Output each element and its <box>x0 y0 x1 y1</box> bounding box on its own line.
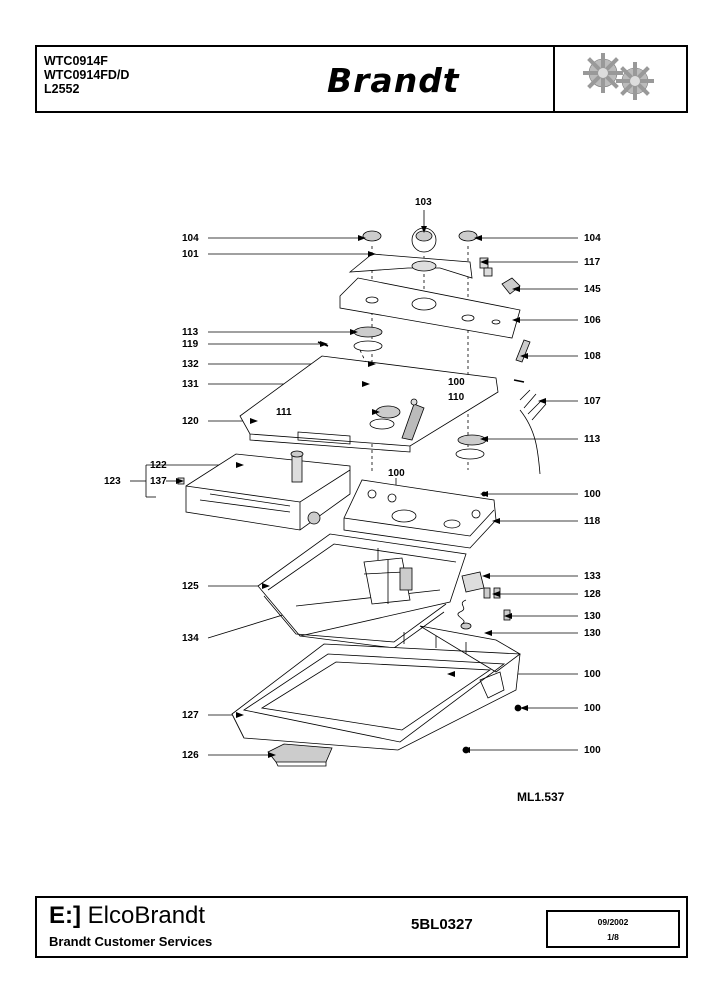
part-label: 103 <box>415 197 432 208</box>
document-reference: 5BL0327 <box>411 916 473 933</box>
brand-logo: Brandt <box>327 61 460 100</box>
footer-box: E:] ElcoBrandt Brandt Customer Services … <box>35 896 688 958</box>
part-label: 110 <box>448 392 465 403</box>
part-label: 127 <box>182 710 199 721</box>
model-list: WTC0914F WTC0914FD/D L2552 <box>44 54 129 96</box>
gears-icon <box>553 47 686 111</box>
part-label: 106 <box>584 315 601 326</box>
part-label: 113 <box>584 434 601 445</box>
part-label: 118 <box>584 516 601 527</box>
part-label: 107 <box>584 396 601 407</box>
part-label: 108 <box>584 351 601 362</box>
elcobrandt-mark-icon: E:] <box>49 902 81 929</box>
part-label: 100 <box>448 377 465 388</box>
part-label: 123 <box>104 476 121 487</box>
part-label: 100 <box>388 468 405 479</box>
part-label: 137 <box>150 476 167 487</box>
date-page-box: 09/2002 1/8 <box>546 910 680 948</box>
part-label: 125 <box>182 581 199 592</box>
header-box: WTC0914F WTC0914FD/D L2552 Brandt <box>35 45 688 113</box>
part-label: 100 <box>584 669 601 680</box>
footer-brand-name: ElcoBrandt <box>87 902 206 929</box>
part-label: 111 <box>276 407 292 418</box>
part-label: 104 <box>584 233 601 244</box>
part-label: 117 <box>584 257 601 268</box>
diagram-code: ML1.537 <box>517 790 565 804</box>
part-label: 133 <box>584 571 601 582</box>
elcobrandt-logo: E:] ElcoBrandt <box>49 902 205 930</box>
part-label: 122 <box>150 460 167 471</box>
footer-service: Brandt Customer Services <box>49 934 213 949</box>
part-label: 100 <box>584 745 601 756</box>
document-date: 09/2002 <box>597 917 629 927</box>
part-label: 128 <box>584 589 601 600</box>
part-label: 145 <box>584 284 601 295</box>
part-label: 100 <box>584 703 601 714</box>
part-label: 132 <box>182 359 199 370</box>
model-line: WTC0914FD/D <box>44 68 130 82</box>
model-line: WTC0914F <box>44 54 108 68</box>
part-label: 104 <box>182 233 199 244</box>
part-label: 126 <box>182 750 199 761</box>
part-label: 113 <box>182 327 199 338</box>
part-label: 100 <box>584 489 601 500</box>
part-label: 130 <box>584 628 601 639</box>
part-label: 101 <box>182 249 199 260</box>
part-label: 131 <box>182 379 199 390</box>
page-number: 1/8 <box>607 932 619 942</box>
part-label: 120 <box>182 416 199 427</box>
part-label: 119 <box>182 339 199 350</box>
part-label: 134 <box>182 633 199 644</box>
model-line: L2552 <box>44 82 80 96</box>
part-label: 130 <box>584 611 601 622</box>
